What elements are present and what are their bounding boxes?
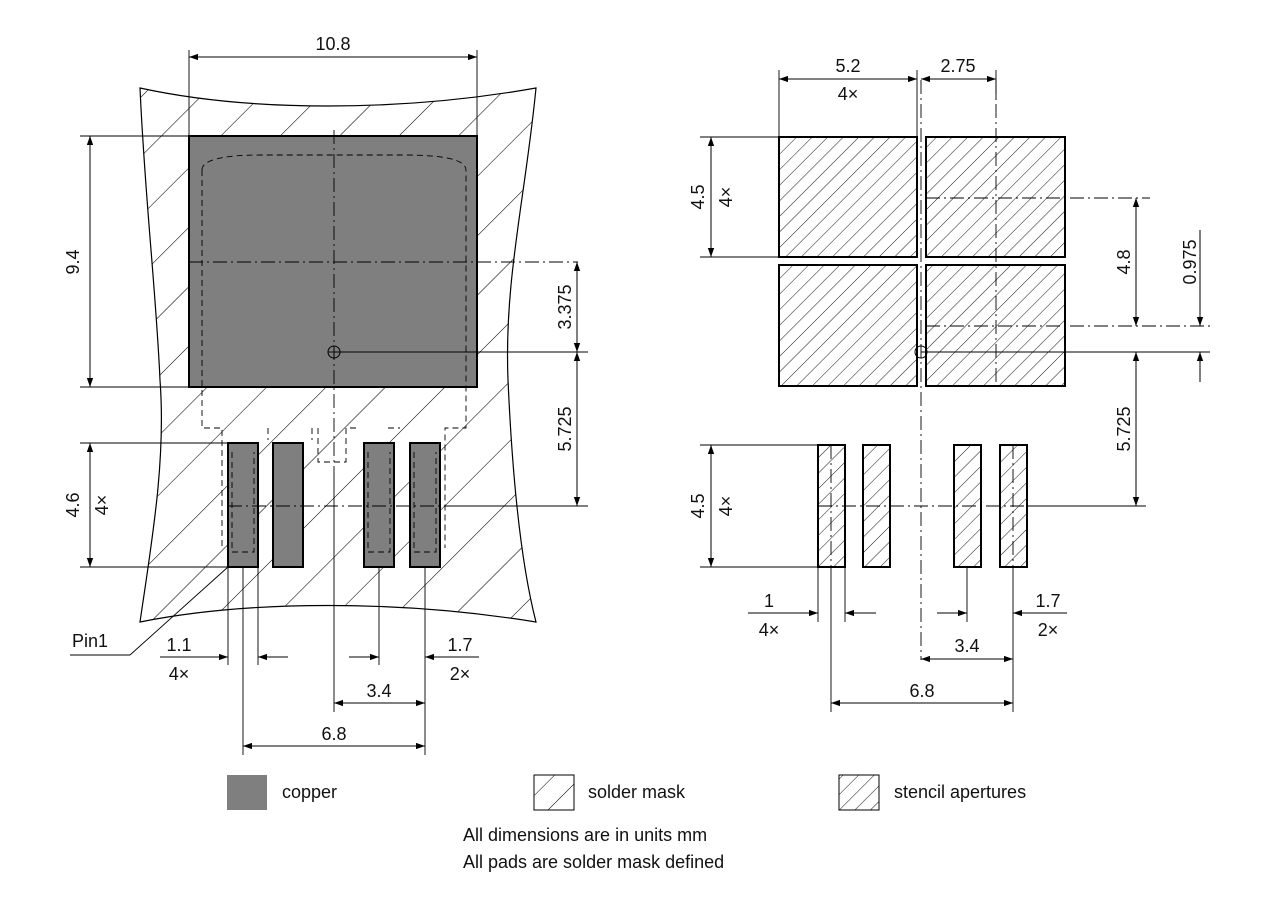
dim-pitch-outer-right: 6.8 — [909, 681, 934, 701]
dim-lead-width-count: 4× — [169, 664, 190, 684]
dim-width-overall: 10.8 — [315, 34, 350, 54]
dim-lead-aperture-width-count: 4× — [759, 620, 780, 640]
right-stencil-view: 5.2 4× 2.75 4.5 4× 4.8 0.975 5.725 4.5 4… — [688, 56, 1210, 712]
legend-solder-mask-swatch — [533, 774, 575, 811]
legend-stencil-swatch — [838, 774, 880, 811]
dim-aperture-gap-width: 2.75 — [940, 56, 975, 76]
dim-lead-width: 1.1 — [166, 635, 191, 655]
copper-lead-pad-2 — [272, 442, 304, 568]
dim-offset-small: 0.975 — [1180, 239, 1200, 284]
stencil-aperture-tr — [925, 136, 1066, 258]
legend: copper solder mask stencil apertures — [227, 774, 1026, 811]
dim-offset-leads: 5.725 — [555, 406, 575, 451]
dim-pitch-inner: 3.4 — [366, 681, 391, 701]
dim-aperture-width: 5.2 — [835, 56, 860, 76]
dim-offset-leads-right: 5.725 — [1114, 406, 1134, 451]
pin1-label: Pin1 — [72, 631, 108, 651]
stencil-aperture-tl — [778, 136, 918, 258]
dim-pitch-inner-right: 3.4 — [954, 636, 979, 656]
dim-lead-aperture-length: 4.5 — [688, 493, 708, 518]
pin1-leader — [129, 566, 229, 656]
dim-aperture-height-count: 4× — [716, 187, 736, 208]
dim-lead-aperture-width-outer-count: 2× — [1038, 620, 1059, 640]
copper-lead-pad-4 — [409, 442, 441, 568]
left-footprint-view: 10.8 9.4 3.375 5.725 4.6 4× Pin1 1.1 4× — [63, 34, 588, 755]
dim-lead-width-outer: 1.7 — [447, 635, 472, 655]
package-lead-outline — [231, 452, 437, 553]
dim-aperture-row-offset: 4.8 — [1114, 249, 1134, 274]
dim-tab-height: 9.4 — [63, 249, 83, 274]
dim-aperture-height: 4.5 — [688, 184, 708, 209]
dim-lead-aperture-width: 1 — [764, 591, 774, 611]
note-units: All dimensions are in units mm — [463, 825, 707, 845]
stencil-aperture-br — [925, 264, 1066, 387]
copper-tab-pad — [188, 135, 478, 388]
legend-copper-label: copper — [282, 782, 337, 802]
dim-aperture-width-count: 4× — [838, 84, 859, 104]
note-pads: All pads are solder mask defined — [463, 852, 724, 872]
copper-lead-pad-1 — [227, 442, 259, 568]
dim-lead-aperture-length-count: 4× — [716, 496, 736, 517]
dim-lead-width-outer-count: 2× — [450, 664, 471, 684]
legend-stencil-label: stencil apertures — [894, 782, 1026, 802]
legend-copper-swatch — [227, 775, 267, 810]
dim-pitch-outer: 6.8 — [321, 724, 346, 744]
dim-lead-length-count: 4× — [92, 495, 112, 516]
dim-lead-aperture-width-outer: 1.7 — [1035, 591, 1060, 611]
dim-lead-length: 4.6 — [63, 492, 83, 517]
package-outline — [201, 154, 467, 548]
stencil-aperture-bl — [778, 264, 918, 387]
copper-lead-pad-3 — [363, 442, 395, 568]
dim-offset-tab: 3.375 — [555, 284, 575, 329]
legend-solder-mask-label: solder mask — [588, 782, 686, 802]
